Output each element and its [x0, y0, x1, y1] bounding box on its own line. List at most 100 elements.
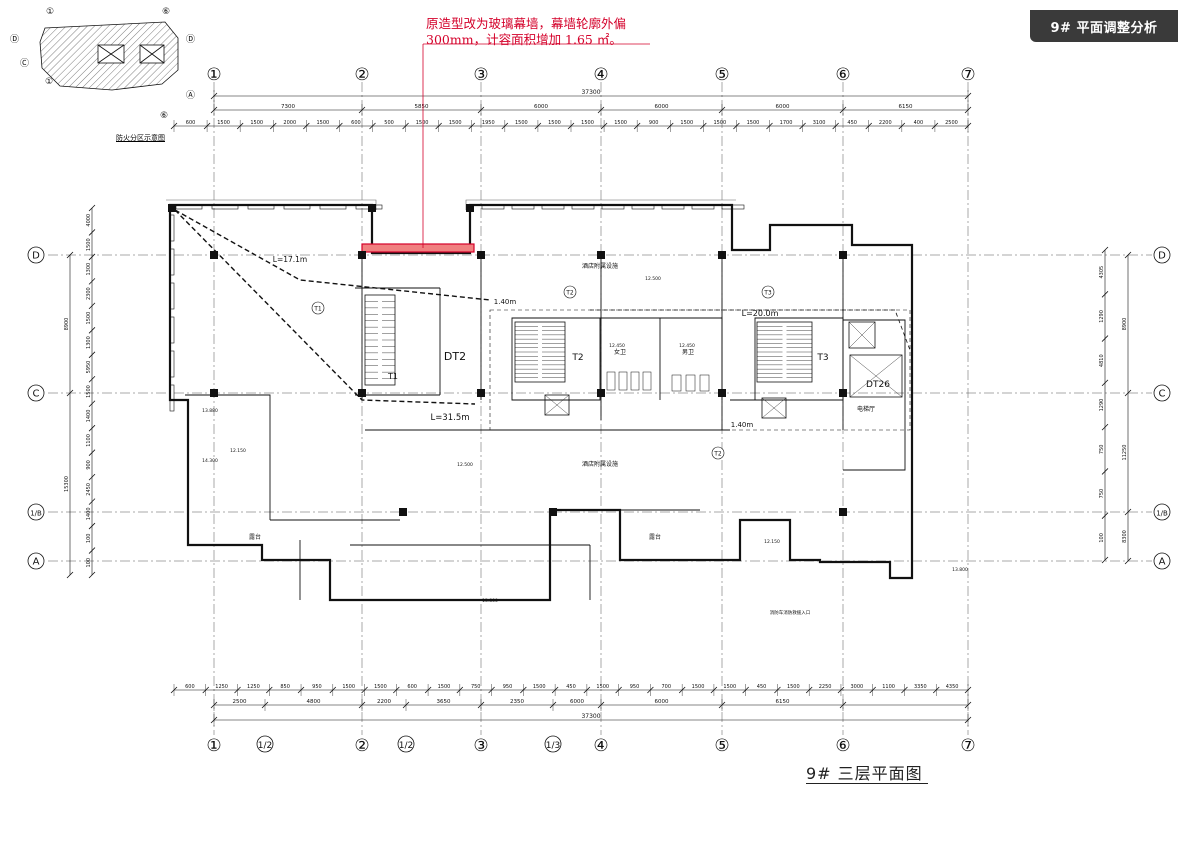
elevator-t2-car	[544, 394, 570, 416]
column	[358, 389, 366, 397]
dim-bottom-detail-text: 950	[503, 684, 513, 690]
dim-right-detail-tick	[1101, 335, 1109, 342]
exterior-wall	[168, 203, 914, 602]
elevation-label: 13.880	[202, 408, 218, 414]
column	[839, 251, 847, 259]
dim-left-detail-text: 1300	[86, 336, 92, 349]
room-label-elevator-dt2: DT2	[444, 350, 466, 363]
axis-bubble-bottom: 1/2	[258, 741, 272, 751]
dim-top-detail-text: 1950	[482, 120, 495, 126]
axis-bubble-bottom: ④	[593, 736, 608, 756]
dim-left-detail-tick	[88, 547, 96, 554]
dim-left-detail-text: 1300	[86, 263, 92, 276]
room-label-terrace-left: 露台	[249, 533, 261, 541]
dim-left-detail-text: 1400	[86, 507, 92, 520]
dim-left-detail-tick	[88, 498, 96, 505]
column	[210, 389, 218, 397]
axis-bubble-row: A	[33, 557, 40, 568]
dim-top-detail-text: 1500	[416, 120, 429, 126]
dim-top-detail-text: 1700	[780, 120, 793, 126]
wc-stall	[618, 371, 628, 391]
dim-right-total-tick	[1124, 389, 1132, 397]
dim-top-detail-text: 400	[914, 120, 924, 126]
elevation-label: 14.300	[202, 458, 218, 464]
wc-stall	[642, 371, 652, 391]
axis-bubble-bottom: 1/3	[546, 741, 560, 751]
dim-left-detail-tick	[88, 229, 96, 236]
dim-right-total-text: 8300	[1122, 530, 1128, 543]
axis-bubble-row: A	[1159, 557, 1166, 568]
dim-right-detail-text: 4305	[1099, 266, 1105, 279]
dim-left-detail-tick	[88, 302, 96, 310]
dim-top-detail-text: 1500	[680, 120, 693, 126]
axis-bubble-bottom-group: ⑦	[960, 736, 975, 756]
dim-bottom-bays-text: 2500	[233, 699, 247, 705]
dim-bottom-detail-text: 3000	[850, 684, 863, 690]
dim-bottom-bays-text: 3650	[437, 699, 451, 705]
dim-top-detail-text: 2000	[283, 120, 296, 126]
axis-bubble-top: ①	[206, 65, 221, 85]
key-axis-1-top: ①	[46, 7, 54, 17]
dim-left-detail-text: 100	[86, 558, 92, 568]
dim-left-detail-text: 1500	[86, 238, 92, 251]
dim-left-detail-text: 1400	[86, 410, 92, 423]
revision-annotation: 原造型改为玻璃幕墙，幕墙轮廓外偏 300mm，计容面积增加 1.65 ㎡。	[426, 16, 626, 48]
stair-t2	[514, 321, 566, 383]
window	[511, 204, 535, 210]
dim-bottom-detail-text: 1500	[787, 684, 800, 690]
window	[319, 204, 347, 210]
section-marker-circle	[711, 446, 725, 460]
key-axis-c-left: Ⓒ	[20, 58, 29, 69]
axis-bubble-bottom-group: ③	[473, 736, 488, 756]
dim-bottom-detail-text: 950	[312, 684, 322, 690]
window	[169, 214, 175, 242]
axis-bubble-bottom: ⑥	[835, 736, 850, 756]
dim-bottom-detail-text: 4350	[946, 684, 959, 690]
dim-right-detail-text: 750	[1099, 489, 1105, 499]
stair-t1	[364, 294, 396, 386]
column	[839, 508, 847, 516]
dim-bottom-detail-text: 1250	[247, 684, 260, 690]
elevator-dt26	[849, 354, 903, 398]
dim-left-detail-tick	[88, 351, 96, 359]
room-label-elevator-dt26: DT26	[866, 380, 890, 390]
dim-right-detail-tick	[1101, 423, 1109, 431]
dim-right-total-text: 8900	[1122, 318, 1128, 331]
elevation-label: 12.500	[457, 462, 473, 468]
dim-bottom-detail-text: 1500	[438, 684, 451, 690]
axis-bubble-bottom: ⑦	[960, 736, 975, 756]
dim-top-detail-text: 1500	[581, 120, 594, 126]
dim-top-bays-text: 7300	[281, 104, 295, 110]
dim-right-detail-text: 1290	[1099, 399, 1105, 412]
elevator-t3-car	[761, 397, 787, 419]
interior-wall	[185, 394, 271, 520]
elevation-label: 12.150	[764, 539, 780, 545]
fire-zone-label: 防火分区示意图	[116, 134, 165, 142]
column	[549, 508, 557, 516]
dim-left-detail-tick	[88, 522, 96, 530]
window	[541, 204, 565, 210]
dim-bottom-bays-text: 6000	[655, 699, 669, 705]
evac-line-3	[590, 309, 911, 351]
dim-left-detail-tick	[88, 327, 96, 334]
dim-bottom-detail-text: 1500	[723, 684, 736, 690]
axis-bubble-top: ②	[354, 65, 369, 85]
elevation-label: 13.800	[952, 567, 968, 573]
axis-bubble-row: 1/B	[1156, 510, 1168, 518]
dim-left-detail-tick	[88, 278, 96, 285]
dim-left-detail-text: 1100	[86, 434, 92, 447]
dim-top-total-text: 37300	[581, 89, 600, 96]
distance-label: L=17.1m	[273, 255, 307, 264]
room-label-terrace-right: 露台	[649, 533, 661, 541]
axis-bubble-circle	[1153, 552, 1171, 570]
dim-top-detail-text: 1500	[548, 120, 561, 126]
dim-right-total-tick	[1124, 557, 1132, 565]
dim-bottom-detail-text: 750	[471, 684, 481, 690]
dim-right-detail-text: 4810	[1099, 354, 1105, 367]
section-marker: T3	[763, 290, 772, 297]
axis-bubble-bottom: 1/2	[399, 741, 413, 751]
dim-bottom-detail-text: 1500	[342, 684, 355, 690]
